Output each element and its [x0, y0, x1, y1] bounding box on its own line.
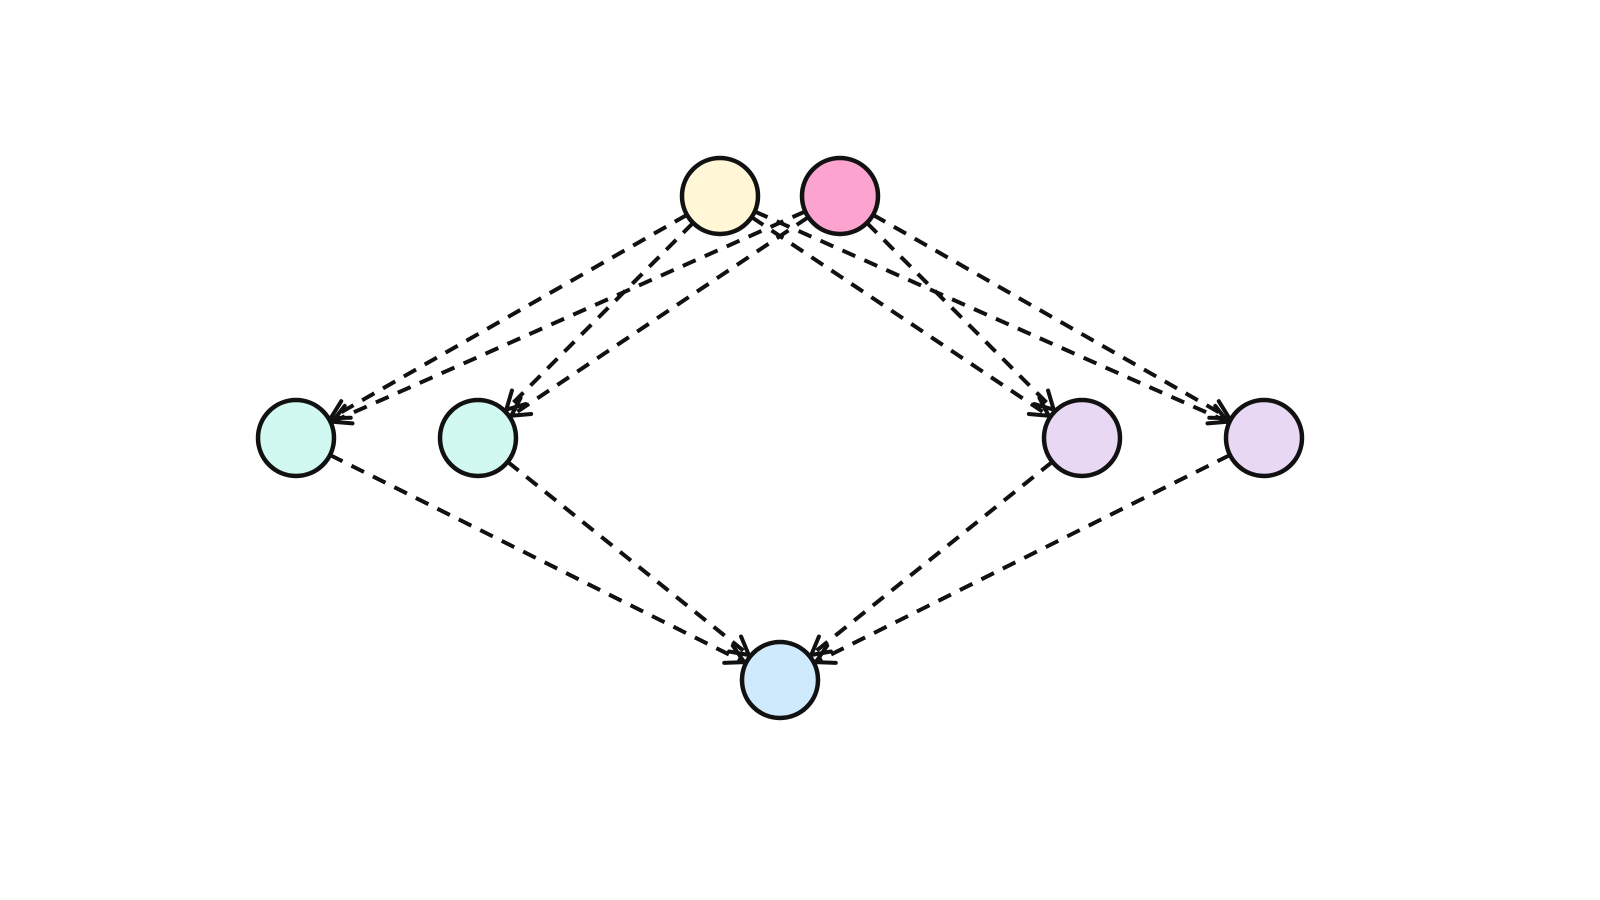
edge-line: [814, 453, 1231, 664]
edge-line: [753, 209, 1229, 424]
node-bottom: [739, 639, 821, 721]
edge-line: [809, 460, 1054, 657]
edge-top-right-to-mid-1: [330, 209, 807, 426]
edge-line: [504, 221, 695, 412]
edge-top-right-to-mid-3: [865, 221, 1056, 412]
edge-top-left-to-mid-3: [750, 215, 1051, 418]
edge-mid-4-to-bottom: [813, 453, 1231, 665]
node-mid-2: [437, 397, 519, 479]
edge-line: [750, 215, 1050, 418]
edge-mid-3-to-bottom: [809, 460, 1054, 657]
edges-layer: [328, 209, 1232, 665]
edge-mid-1-to-bottom: [329, 453, 747, 665]
node-top-right: [799, 155, 881, 237]
edge-top-right-to-mid-4: [872, 213, 1232, 421]
node-top-left: [679, 155, 761, 237]
node-mid-4: [1223, 397, 1305, 479]
nodes-layer: [255, 155, 1305, 721]
edge-line: [865, 221, 1056, 412]
edge-line: [510, 215, 810, 418]
edge-mid-2-to-bottom: [506, 460, 751, 657]
edge-line: [331, 209, 807, 424]
edge-line: [329, 213, 688, 420]
edge-line: [506, 460, 751, 657]
node-mid-3: [1041, 397, 1123, 479]
edge-top-left-to-mid-1: [328, 213, 688, 421]
edge-line: [872, 213, 1231, 420]
edge-line: [329, 453, 746, 664]
node-mid-1: [255, 397, 337, 479]
edge-top-left-to-mid-4: [753, 209, 1230, 426]
edge-top-right-to-mid-2: [509, 215, 810, 418]
edge-top-left-to-mid-2: [504, 221, 695, 412]
